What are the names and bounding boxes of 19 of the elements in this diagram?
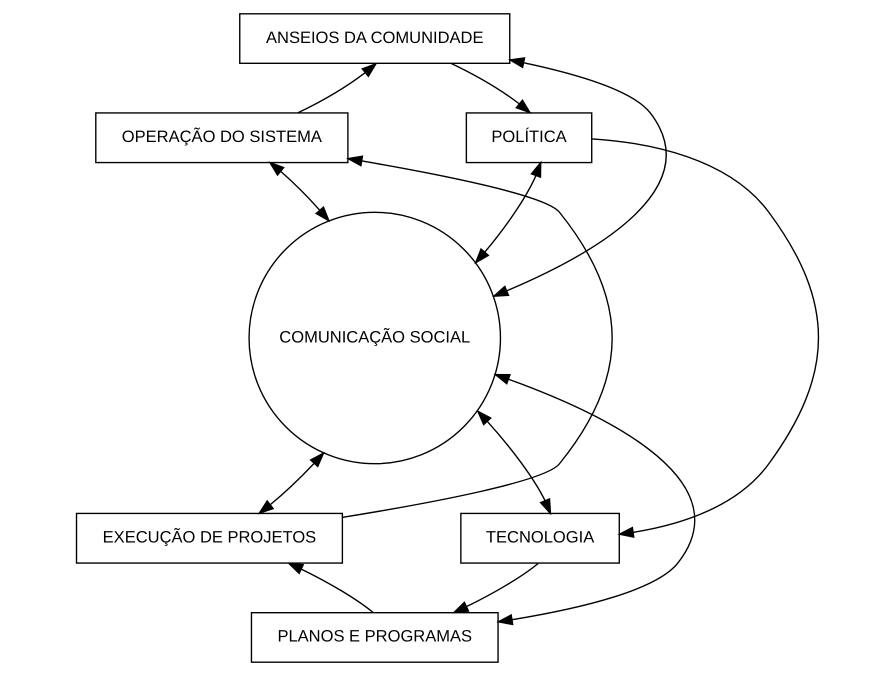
arrow (474, 160, 542, 264)
arrow (451, 62, 532, 114)
arrow (492, 57, 666, 297)
node-box: PLANOS E PROGRAMAS (250, 612, 499, 663)
arrow (493, 374, 696, 626)
node-circle: COMUNICAÇÃO SOCIAL (248, 212, 502, 464)
arrow (452, 562, 539, 614)
arrow (268, 161, 330, 222)
arrow (298, 62, 378, 114)
node-box: ANSEIOS DA COMUNIDADE (239, 13, 510, 64)
arrow (286, 562, 374, 613)
node-box: TECNOLOGIA (460, 512, 620, 564)
node-box: OPERAÇÃO DO SISTEMA (95, 112, 349, 164)
arrow (592, 138, 819, 538)
arrow (476, 410, 552, 516)
node-box: EXECUÇÃO DE PROJETOS (76, 512, 344, 564)
node-box: POLÍTICA (466, 112, 592, 164)
arrow (342, 155, 613, 518)
arrow (258, 452, 325, 515)
